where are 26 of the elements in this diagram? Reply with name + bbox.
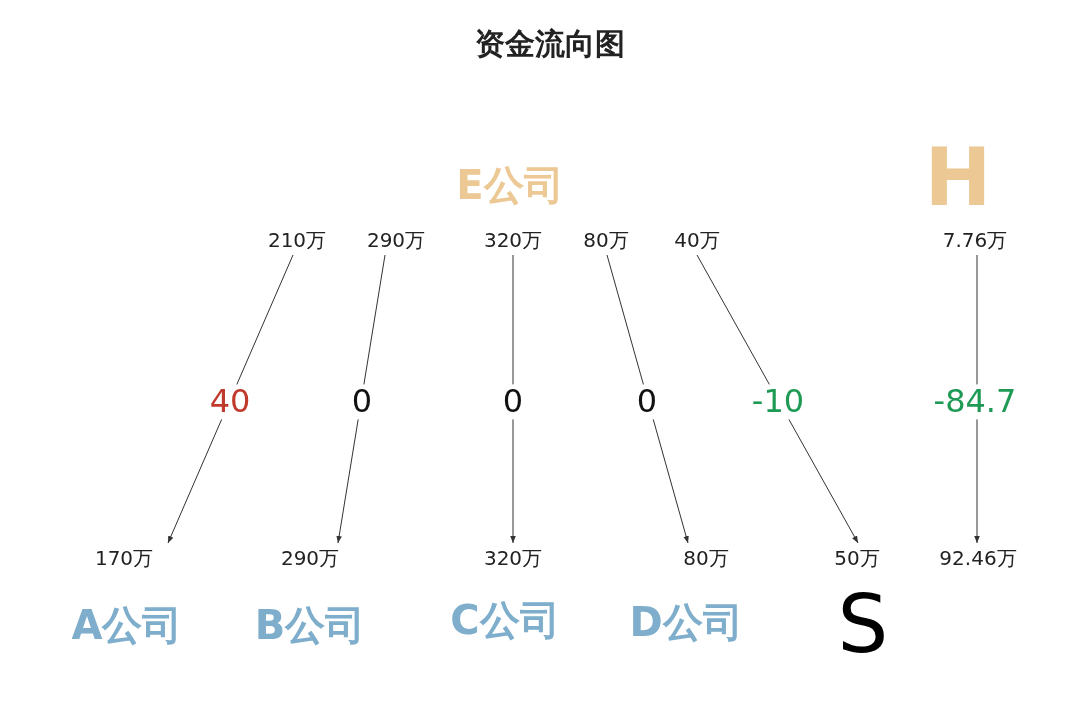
amount-text: 210万 (267, 229, 327, 251)
amount-text: 50万 (834, 547, 880, 569)
title: 资金流向图 (475, 26, 625, 60)
company-label: D公司 (629, 600, 743, 644)
amount-text: 92.46万 (939, 547, 1017, 569)
amount-text: 320万 (483, 229, 543, 251)
amount-text: 320万 (483, 547, 543, 569)
company-label: E公司 (456, 163, 564, 207)
company-label: B公司 (254, 603, 366, 647)
arrow (974, 254, 980, 544)
amount-text: 290万 (280, 547, 340, 569)
arrow (336, 254, 386, 544)
arrow (510, 254, 516, 544)
amount-text: 40万 (674, 229, 720, 251)
arrow (696, 254, 859, 544)
arrow (606, 254, 689, 544)
company-label: A公司 (71, 603, 183, 647)
arrow (167, 254, 294, 544)
amount-text: 7.76万 (942, 229, 1008, 251)
amount-text: 80万 (583, 229, 629, 251)
amount-text: 80万 (683, 547, 729, 569)
company-label: S (837, 581, 889, 669)
company-label: C公司 (450, 598, 560, 642)
amount-text: 170万 (94, 547, 154, 569)
amount-text: 290万 (366, 229, 426, 251)
company-label: H (924, 134, 992, 222)
